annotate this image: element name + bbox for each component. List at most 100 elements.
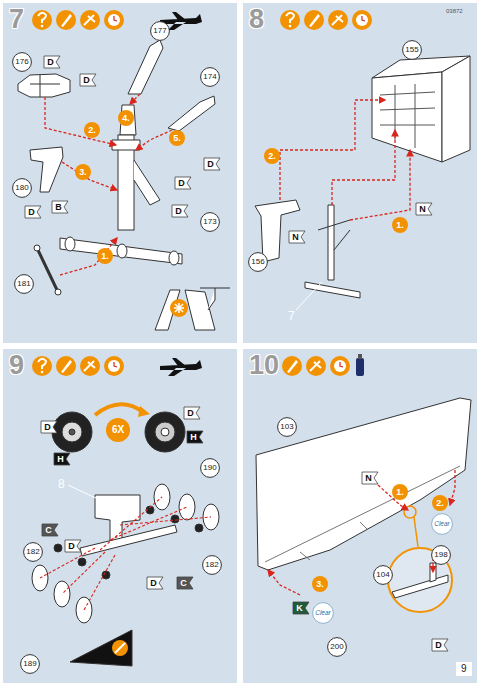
color-flag-text: D (175, 207, 182, 216)
color-flag: D (175, 177, 191, 189)
quantity-badge-text: 6X (112, 425, 124, 435)
callout-circle (151, 22, 170, 41)
flag-shape (177, 577, 193, 589)
callout-number-text: 156 (251, 258, 264, 266)
color-flag-text: D (435, 641, 442, 650)
step-order-number-text: 1. (396, 488, 404, 497)
step-order-number-text: 1. (396, 221, 404, 230)
step-icons (356, 358, 364, 376)
step-icons (362, 16, 365, 21)
orange-circle (169, 130, 185, 146)
step-icons (282, 356, 302, 376)
step-icons (114, 16, 117, 21)
wheel-well-parts (442, 56, 470, 162)
callout-number: 198 (431, 545, 451, 565)
callout-number-text: 182 (26, 548, 39, 556)
callout-number: 177 (150, 21, 170, 41)
color-flag-text: N (365, 474, 372, 483)
flag-shape (293, 602, 309, 614)
callout-circle (201, 213, 220, 232)
color-flag-text: D (150, 579, 157, 588)
clear-paint-badge: Clear (312, 602, 334, 624)
wheel-parts (155, 422, 175, 442)
flag-shape (52, 201, 68, 213)
color-flag-text: D (47, 58, 54, 67)
wheel-parts (62, 422, 82, 442)
callout-number: 173 (200, 212, 220, 232)
step-icons (56, 10, 76, 30)
step-order-number-text: 1. (101, 252, 109, 261)
step-order-number: 5. (169, 130, 185, 146)
callout-circle (403, 41, 422, 60)
callout-number: 156 (248, 252, 268, 272)
callout-circle (328, 638, 347, 657)
clear-circle (313, 603, 334, 624)
quantity-badge: 6X (106, 418, 130, 442)
wheel-parts (69, 429, 75, 435)
callout-number-text: 104 (376, 571, 389, 579)
step-icons (114, 362, 117, 367)
color-flag-text: D (28, 208, 35, 217)
step-icons (32, 10, 52, 30)
wing-parts (388, 548, 452, 612)
callout-number: 103 (277, 417, 297, 437)
orange-circle (392, 484, 408, 500)
clear-paint-badge: Clear (431, 513, 453, 535)
step-order-number-text: 2. (268, 152, 276, 161)
color-flag: D (44, 56, 60, 68)
step-icons (41, 371, 44, 374)
flag-shape (147, 577, 163, 589)
callout-number-text: 174 (203, 73, 216, 81)
callout-circle (374, 566, 393, 585)
flag-shape (44, 56, 60, 68)
step-icons (358, 354, 362, 359)
wheel-parts (54, 544, 62, 552)
flag-shape (42, 524, 58, 536)
flag-shape (204, 158, 220, 170)
step-icons (61, 360, 72, 373)
step-order-number-text: 3. (316, 580, 324, 589)
step-order-number: 2. (264, 148, 280, 164)
step-icons (108, 360, 120, 372)
step-order-number: 1. (97, 248, 113, 264)
callout-number: 104 (373, 565, 393, 585)
callout-number-text: 189 (23, 660, 36, 668)
color-flag: B (52, 201, 68, 213)
step-icons (84, 361, 95, 371)
callout-circle (249, 253, 268, 272)
step-icons (280, 10, 300, 30)
color-flag: D (65, 540, 81, 552)
color-flag: N (416, 203, 432, 215)
callout-circle (278, 418, 297, 437)
step-icons (289, 25, 292, 28)
color-flag: D (172, 205, 188, 217)
callout-number-text: 180 (15, 184, 28, 192)
step-icons (84, 15, 95, 25)
color-flag: D (147, 577, 163, 589)
wheel-parts (161, 428, 169, 436)
callout-number-text: 198 (434, 551, 447, 559)
note-symbol (174, 303, 184, 313)
wheel-well-parts (328, 205, 334, 280)
color-flag-text: D (178, 179, 185, 188)
flag-shape (80, 74, 96, 86)
wheel-parts (102, 571, 110, 579)
step-icons (310, 361, 321, 371)
step-icons (108, 14, 120, 26)
callout-number: 182 (23, 542, 43, 562)
color-flag-text: N (419, 205, 426, 214)
color-flag: H (54, 453, 70, 465)
callout-number-text: 182 (205, 561, 218, 569)
callout-number: 181 (14, 274, 34, 294)
step-icons (328, 10, 348, 30)
step-icons (330, 356, 350, 376)
flag-shape (289, 231, 305, 243)
note-symbol (115, 643, 125, 653)
callout-number-text: 190 (203, 464, 216, 472)
subassembly-reference: 8 (58, 478, 65, 490)
step-number: 10 (249, 350, 279, 381)
step-order-number: 3. (75, 164, 91, 180)
clear-paint-badge-text: Clear (434, 521, 450, 528)
